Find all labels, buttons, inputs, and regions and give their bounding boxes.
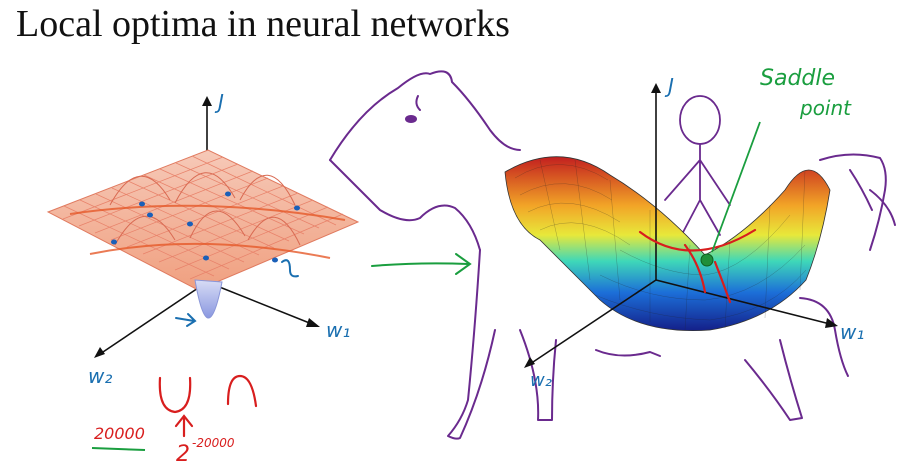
convex-cup-icon	[158, 376, 192, 414]
saddle-direction-strokes	[638, 228, 757, 304]
left-blue-annotations	[175, 259, 299, 327]
right-axis-w2-arrow	[524, 357, 535, 368]
saddle-label-line2: point	[800, 96, 852, 120]
right-axis-w1	[655, 279, 831, 325]
note-exponent-base: 2	[176, 442, 190, 467]
left-axis-w1	[206, 281, 313, 325]
slide-title: Local optima in neural networks	[16, 3, 510, 45]
saddle-surface	[504, 156, 831, 331]
right-axis-w1-arrow	[825, 318, 838, 328]
left-plot	[46, 96, 360, 358]
green-underline	[91, 447, 146, 451]
right-plot	[329, 70, 896, 440]
left-axis-j-label: J	[218, 90, 224, 114]
saddle-point-marker	[700, 253, 714, 267]
right-axis-w1-label: w₁	[840, 320, 865, 344]
local-minima-points	[111, 191, 300, 263]
arrow-to-global-minimum-icon	[175, 313, 197, 327]
concave-cap-icon	[226, 374, 258, 408]
note-count: 20000	[94, 424, 145, 443]
red-notes	[158, 374, 258, 438]
right-axis-w2-label: w₂	[530, 370, 552, 391]
saddle-label-line1: Saddle	[760, 66, 836, 91]
arrow-to-local-minimum-icon	[281, 259, 299, 278]
left-axis-w2-arrow	[94, 347, 105, 358]
person-drawing-icon	[664, 95, 731, 239]
note-exponent: -20000	[192, 436, 235, 450]
left-axis-j-arrow	[202, 96, 212, 106]
transition-arrow-icon	[371, 253, 472, 275]
left-axis-w2	[99, 281, 208, 355]
saddle-pointer-icon	[711, 121, 761, 253]
left-axis-w1-arrow	[306, 318, 320, 327]
global-minimum-well	[194, 279, 223, 319]
right-axis-j-label: J	[668, 74, 674, 98]
left-axis-w2-label: w₂	[88, 364, 113, 388]
right-axis-j-arrow	[651, 83, 661, 93]
right-axis-w2	[529, 279, 657, 365]
left-axis-w1-label: w₁	[326, 318, 351, 342]
arrow-up-icon	[174, 414, 194, 438]
loss-surface-mesh	[46, 149, 360, 319]
